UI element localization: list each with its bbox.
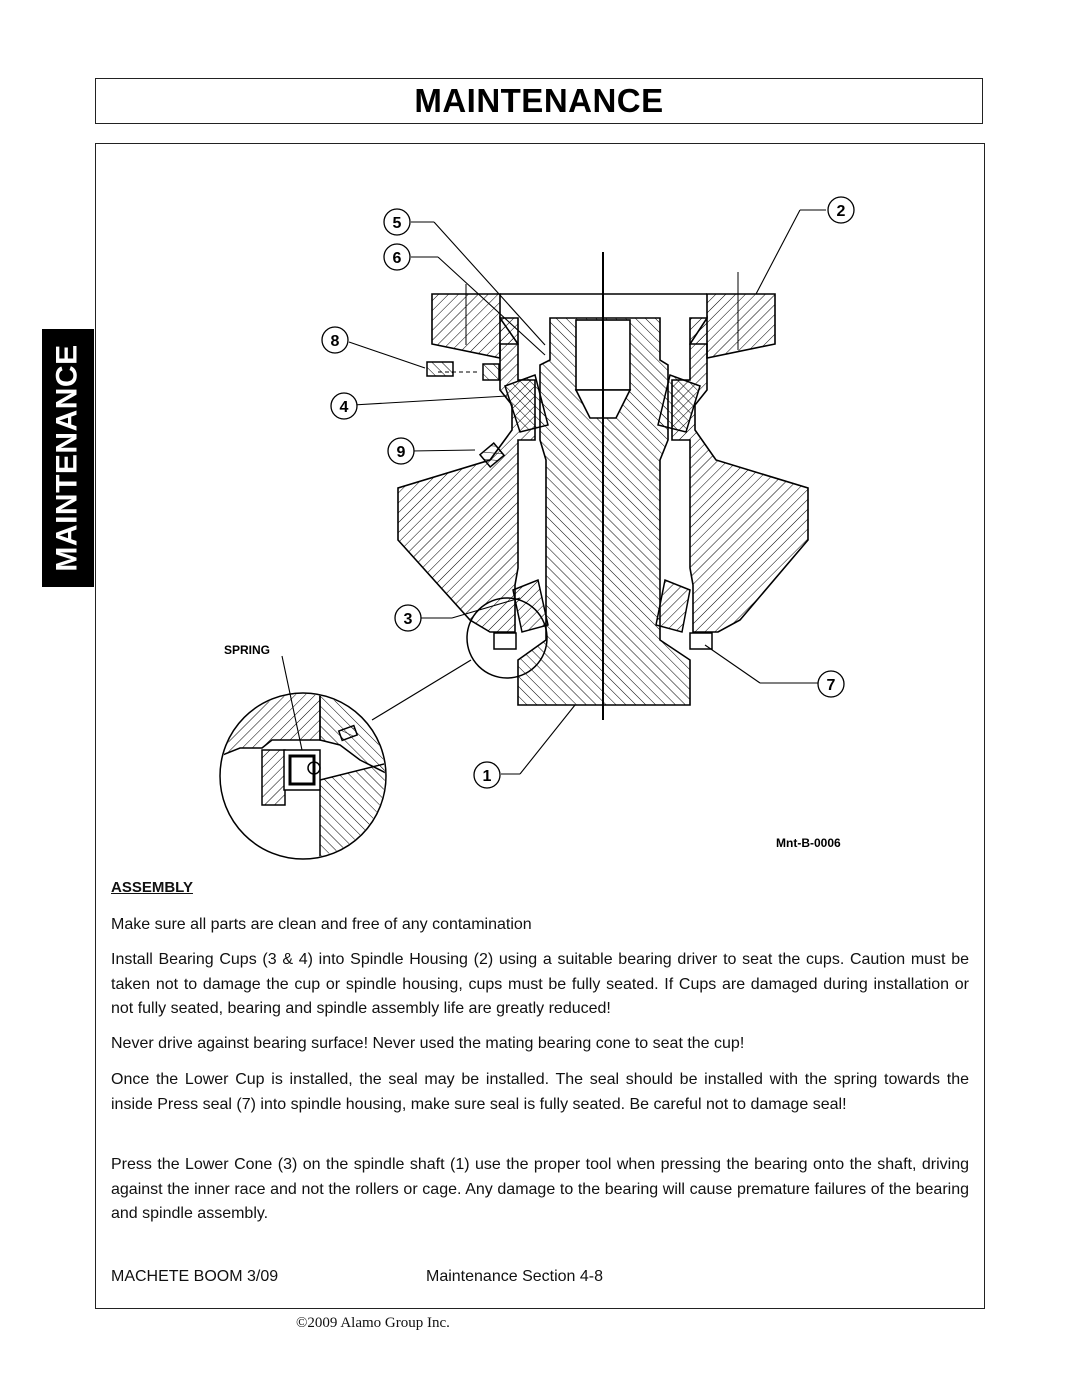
assembly-paragraph: Once the Lower Cup is installed, the sea… — [111, 1071, 969, 1113]
detail-marker-circle — [466, 597, 548, 679]
callout-badge — [473, 761, 501, 789]
copyright-notice: ©2009 Alamo Group Inc. — [296, 1315, 450, 1331]
callout-badge — [383, 243, 411, 271]
callout-badges — [321, 196, 855, 789]
spindle-shaft-drawing — [465, 252, 739, 720]
assembly-paragraph: Make sure all parts are clean and free o… — [111, 916, 532, 933]
callout-8: 8 — [331, 333, 340, 350]
callout-badge — [387, 437, 415, 465]
callout-3: 3 — [404, 611, 413, 628]
callout-4: 4 — [340, 399, 349, 416]
callout-6: 6 — [393, 250, 402, 267]
callout-badge — [383, 208, 411, 236]
assembly-paragraph: Install Bearing Cups (3 & 4) into Spindl… — [111, 951, 969, 1017]
figure-id: Mnt-B-0006 — [776, 836, 841, 850]
callout-7: 7 — [827, 677, 836, 694]
callout-2: 2 — [837, 203, 846, 220]
callout-badge — [321, 326, 349, 354]
callout-badge — [817, 670, 845, 698]
assembly-paragraph: Press the Lower Cone (3) on the spindle … — [111, 1156, 969, 1222]
spindle-housing-drawing — [397, 293, 809, 633]
callout-5: 5 — [393, 215, 402, 232]
footer-manual-name: MACHETE BOOM 3/09 — [111, 1268, 279, 1285]
callout-9: 9 — [397, 444, 406, 461]
page-title: MAINTENANCE — [414, 82, 664, 119]
spring-label: SPRING — [224, 643, 270, 657]
page-header: MAINTENANCE — [95, 78, 983, 124]
section-side-tab: MAINTENANCE — [42, 329, 94, 587]
content-frame — [95, 143, 985, 1309]
seal-detail-inset — [219, 692, 387, 860]
spindle-assembly-diagram: 5 6 2 8 4 9 3 7 1 SPRING Mnt-B-0006 — [219, 196, 855, 860]
footer-section-label: Maintenance Section 4-8 — [426, 1268, 603, 1285]
callout-leaders — [281, 209, 826, 775]
callout-1: 1 — [483, 768, 492, 785]
assembly-paragraph: Never drive against bearing surface! Nev… — [111, 1035, 745, 1052]
callout-badge — [827, 196, 855, 224]
callout-badge — [330, 392, 358, 420]
callout-badge — [394, 604, 422, 632]
assembly-heading: ASSEMBLY — [111, 879, 193, 896]
